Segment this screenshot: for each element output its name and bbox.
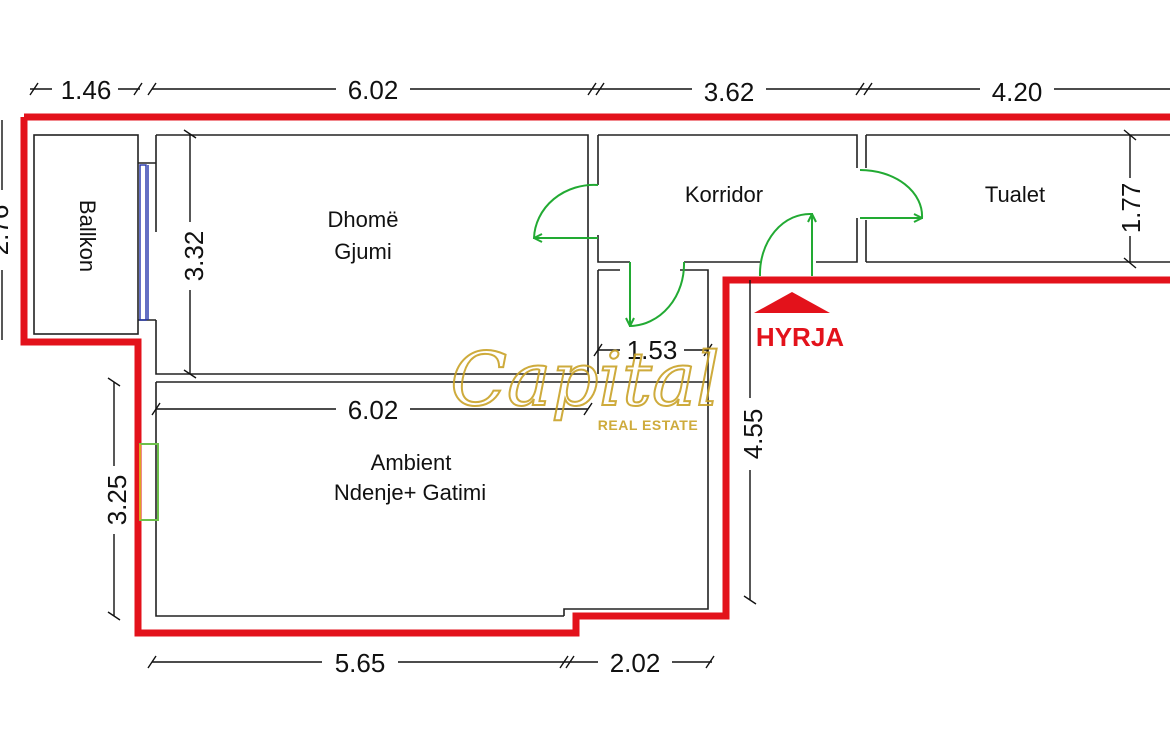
dimension-living-width: 6.02 — [348, 395, 399, 425]
apartment-outline — [20, 113, 1170, 637]
room-label-living-line1: Ambient — [371, 450, 452, 475]
left-edge-dimension: 2.76 — [0, 120, 14, 340]
watermark-subtitle: REAL ESTATE — [598, 417, 698, 433]
room-label-toilet: Tualet — [985, 182, 1045, 207]
room-labels: Ballkon Dhomë Gjumi Korridor Tualet Ambi… — [75, 182, 1045, 505]
dimension-top-1: 1.46 — [61, 75, 112, 105]
top-dimension-chain: 1.46 6.02 3.62 4.20 — [29, 75, 1170, 107]
room-label-balcony: Ballkon — [75, 200, 100, 272]
bottom-dimension-chain: 5.65 2.02 — [147, 648, 715, 678]
room-label-bedroom-line1: Dhomë — [328, 207, 399, 232]
room-label-bedroom-line2: Gjumi — [334, 239, 391, 264]
dimension-bottom-2: 2.02 — [610, 648, 661, 678]
dimension-inner-width: 1.53 — [627, 335, 678, 365]
watermark-brand: Capital — [450, 337, 719, 423]
dimension-left-edge: 2.76 — [0, 205, 14, 256]
interior-walls — [33, 134, 1170, 617]
room-label-living-line2: Ndenje+ Gatimi — [334, 480, 486, 505]
dimension-toilet-height: 1.77 — [1116, 183, 1146, 234]
dimension-top-4: 4.20 — [992, 77, 1043, 107]
dimension-entry-height: 4.55 — [738, 409, 768, 460]
dimension-bottom-1: 5.65 — [335, 648, 386, 678]
entrance-arrow-icon — [754, 292, 830, 313]
dimension-bedroom-height: 3.32 — [179, 231, 209, 282]
windows — [139, 164, 159, 521]
dimension-top-3: 3.62 — [704, 77, 755, 107]
entrance-label: HYRJA — [756, 322, 844, 352]
dimension-top-2: 6.02 — [348, 75, 399, 105]
brand-watermark: Capital REAL ESTATE — [449, 336, 720, 433]
interior-dimensions: 3.32 1.77 1.53 6.02 3.25 4.55 — [102, 129, 1146, 621]
door-swings — [532, 168, 924, 328]
entrance-marker: HYRJA — [754, 292, 844, 352]
room-label-corridor: Korridor — [685, 182, 763, 207]
dimension-living-height: 3.25 — [102, 475, 132, 526]
